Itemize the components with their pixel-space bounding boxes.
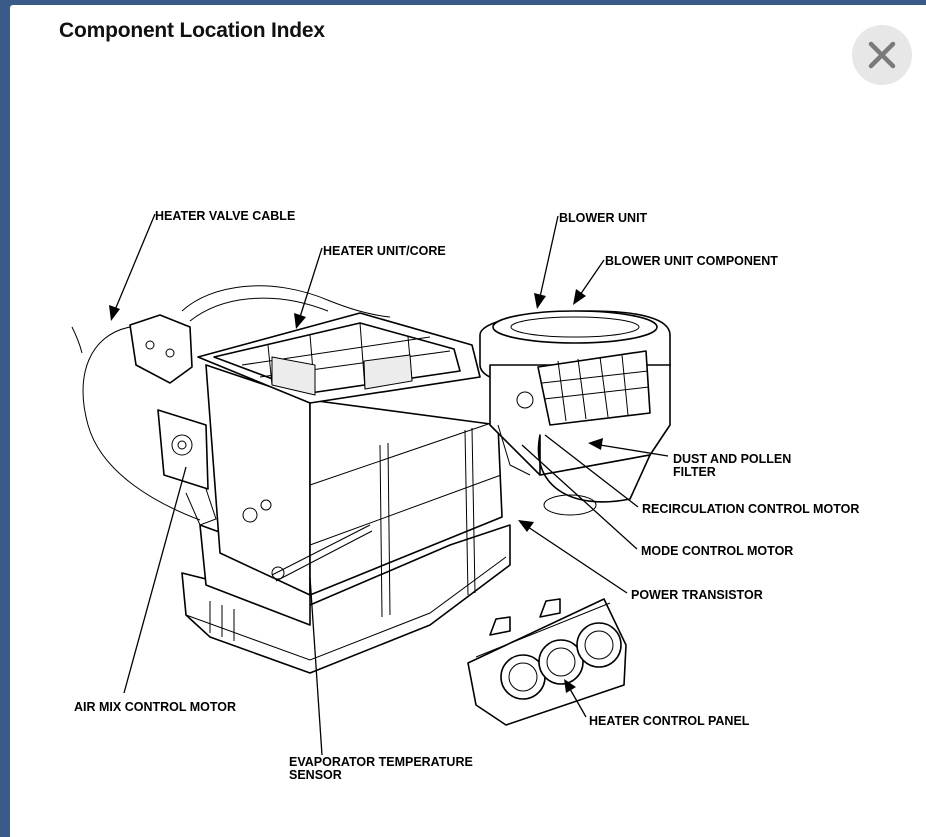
blower-unit-illustration (479, 310, 671, 516)
callout-labels: HEATER VALVE CABLE HEATER UNIT/CORE BLOW… (74, 209, 859, 782)
label-evaporator-temp-sensor-line1: EVAPORATOR TEMPERATURE (289, 755, 473, 769)
label-evaporator-temp-sensor-line2: SENSOR (289, 768, 342, 782)
label-recirculation-control-motor: RECIRCULATION CONTROL MOTOR (642, 502, 859, 516)
close-button[interactable] (852, 25, 912, 85)
label-dust-pollen-filter-line2: FILTER (673, 465, 716, 479)
label-blower-unit-component: BLOWER UNIT COMPONENT (605, 254, 778, 268)
label-power-transistor: POWER TRANSISTOR (631, 588, 763, 602)
component-location-dialog: HEATER VALVE CABLE HEATER UNIT/CORE BLOW… (10, 5, 926, 837)
label-heater-unit-core: HEATER UNIT/CORE (323, 244, 446, 258)
label-mode-control-motor: MODE CONTROL MOTOR (641, 544, 793, 558)
heater-unit-illustration (71, 285, 511, 674)
heater-control-panel-illustration (467, 598, 627, 726)
close-icon (868, 41, 896, 69)
label-blower-unit: BLOWER UNIT (559, 211, 648, 225)
label-dust-pollen-filter-line1: DUST AND POLLEN (673, 452, 791, 466)
page-title: Component Location Index (59, 19, 325, 42)
label-heater-control-panel: HEATER CONTROL PANEL (589, 714, 750, 728)
hvac-component-diagram: HEATER VALVE CABLE HEATER UNIT/CORE BLOW… (71, 209, 859, 782)
leader-lines (109, 213, 669, 756)
label-heater-valve-cable: HEATER VALVE CABLE (155, 209, 295, 223)
label-air-mix-control-motor: AIR MIX CONTROL MOTOR (74, 700, 236, 714)
